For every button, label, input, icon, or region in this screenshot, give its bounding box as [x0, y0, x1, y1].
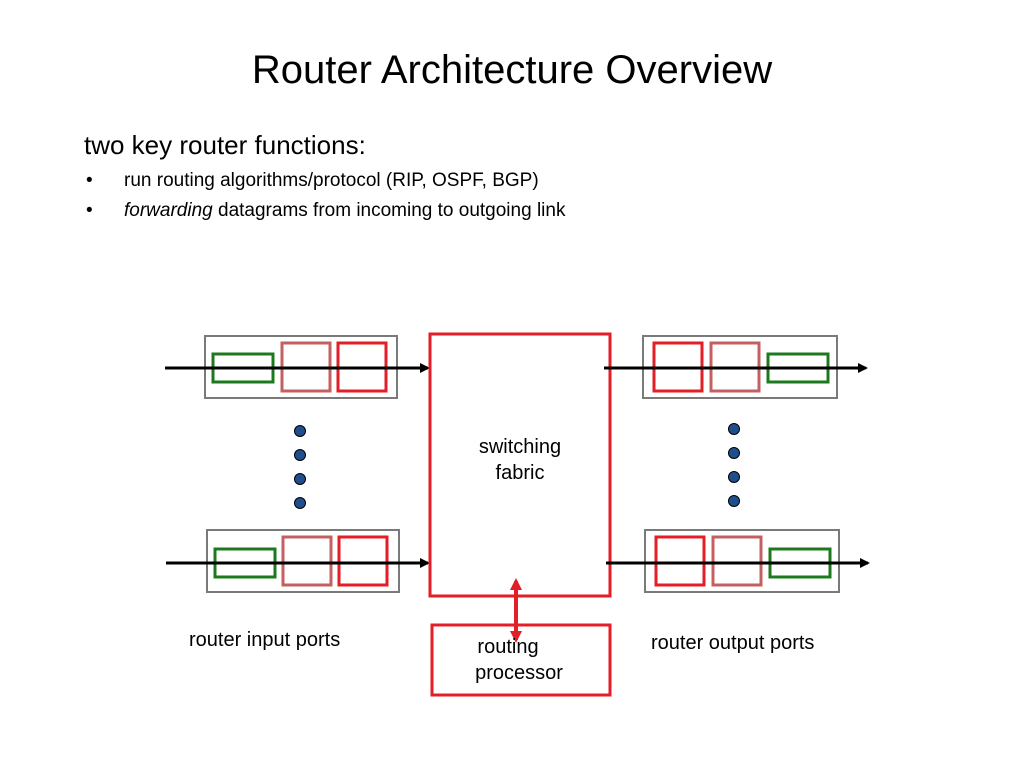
ellipsis-dot	[294, 473, 306, 485]
port-frame	[206, 529, 400, 593]
switching-fabric-line1: switching	[478, 436, 562, 458]
output-port-bottom	[606, 529, 870, 593]
ellipsis-dot	[728, 471, 740, 483]
input-ellipsis-dots	[294, 425, 306, 509]
queue-slot-pink	[711, 535, 763, 587]
bullet-text: datagrams from incoming to outgoing link	[212, 200, 566, 221]
ellipsis-dot	[294, 449, 306, 461]
slide-title: Router Architecture Overview	[251, 48, 773, 92]
intro-text: two key router functions:	[84, 130, 366, 160]
bullet-marker: •	[86, 200, 93, 221]
bullet-item-forwarding: • forwarding datagrams from incoming to o…	[84, 196, 565, 226]
port-frame	[644, 529, 840, 593]
input-port-bottom	[166, 529, 430, 593]
output-ellipsis-dots	[728, 423, 740, 507]
queue-slot-red	[337, 535, 389, 587]
bullet-list: • run routing algorithms/protocol (RIP, O…	[84, 166, 565, 226]
ellipsis-dot	[728, 423, 740, 435]
bullet-emphasis: forwarding	[124, 200, 213, 221]
bullet-marker: •	[86, 170, 93, 191]
input-ports-label: router input ports	[189, 629, 341, 651]
queue-slot-pink	[281, 535, 333, 587]
switching-fabric-label: switching fabric	[430, 434, 610, 486]
output-ports-label: router output ports	[651, 632, 815, 654]
ellipsis-dot	[294, 425, 306, 437]
routing-processor-label: routing processor	[420, 634, 618, 686]
switching-fabric-box	[428, 332, 612, 598]
queue-slot-red	[654, 535, 706, 587]
ellipsis-dot	[728, 495, 740, 507]
routing-processor-line2: processor	[475, 662, 563, 684]
routing-processor-line1: routing	[477, 636, 539, 658]
switching-fabric-line2: fabric	[495, 462, 545, 484]
bullet-item-routing: • run routing algorithms/protocol (RIP, O…	[84, 166, 565, 196]
input-port-top	[165, 335, 430, 399]
ellipsis-dot	[728, 447, 740, 459]
output-port-top	[604, 335, 868, 399]
bullet-text: run routing algorithms/protocol (RIP, OS…	[124, 170, 539, 191]
ellipsis-dot	[294, 497, 306, 509]
